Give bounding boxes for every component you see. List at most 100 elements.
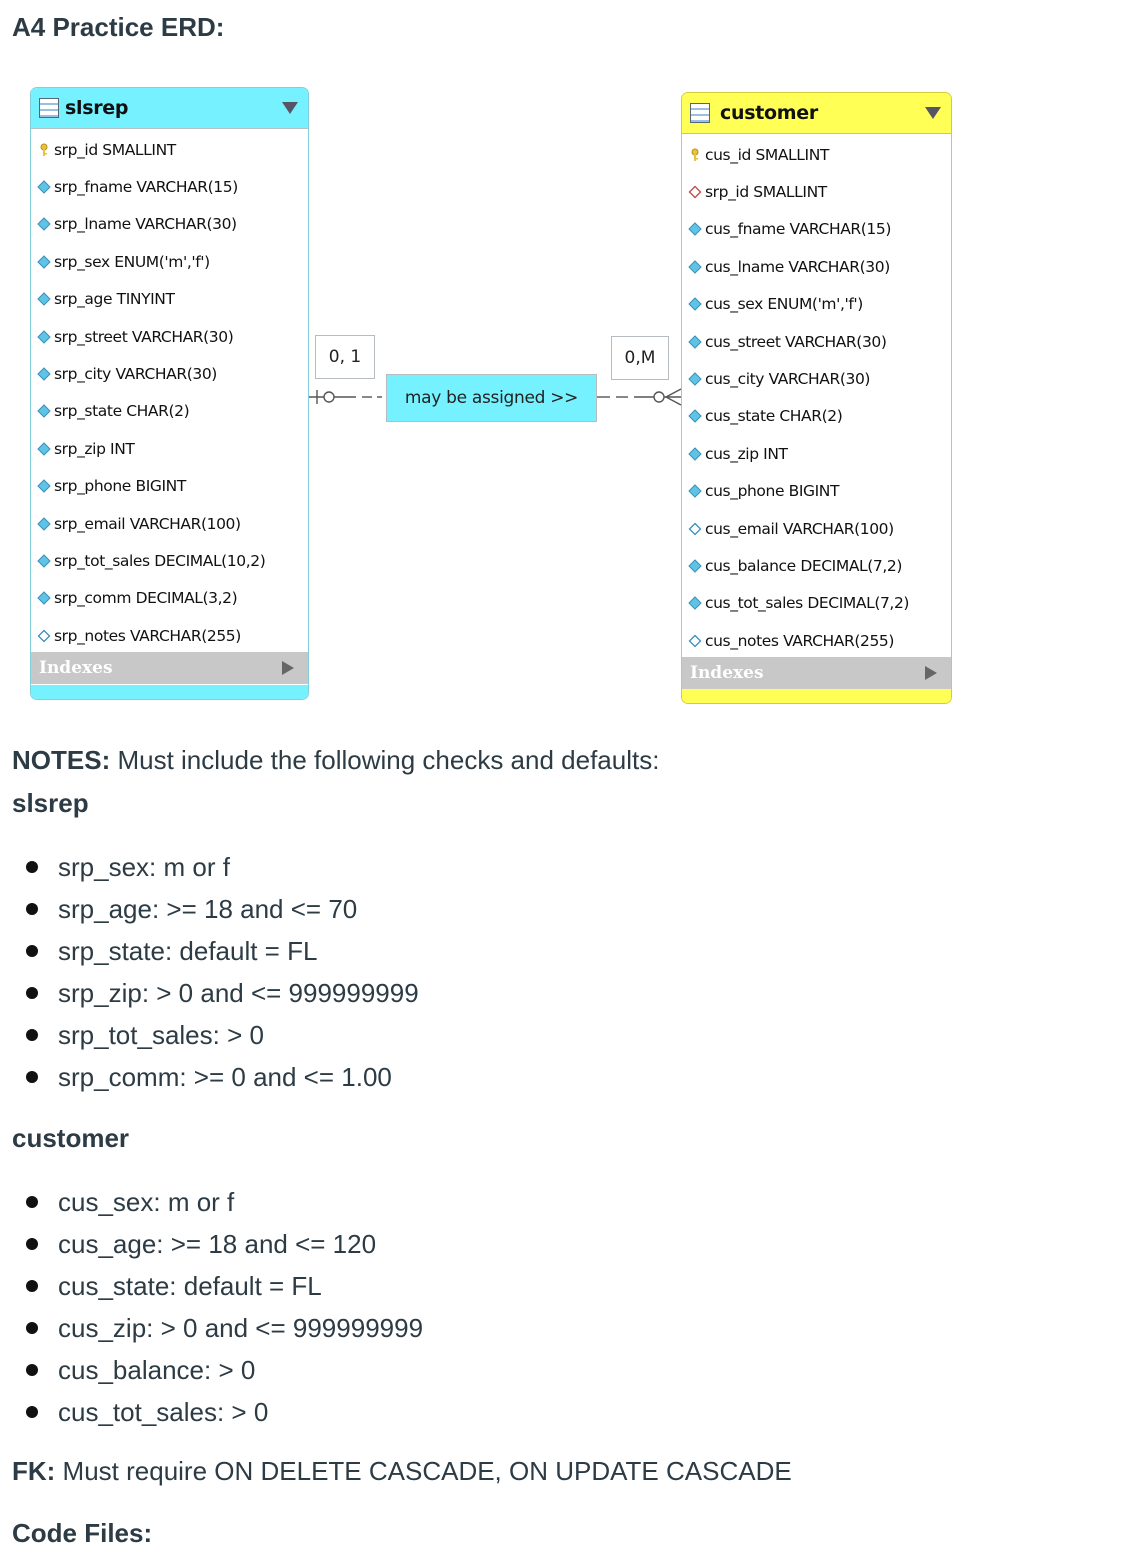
column-filled-diamond-icon <box>37 367 51 381</box>
list-item: cus_sex: m or f <box>22 1181 423 1223</box>
column-row[interactable]: srp_sex ENUM('m','f') <box>31 243 308 280</box>
column-filled-diamond-icon <box>688 334 702 349</box>
right-cardinality: 0,M <box>611 336 669 380</box>
table-icon <box>690 103 710 123</box>
indexes-label: Indexes <box>39 658 113 678</box>
column-row[interactable]: cus_city VARCHAR(30) <box>682 360 951 397</box>
expand-arrow-icon[interactable] <box>925 666 937 680</box>
left-cardinality: 0, 1 <box>315 335 375 379</box>
indexes-label: Indexes <box>690 663 764 683</box>
column-row[interactable]: srp_city VARCHAR(30) <box>31 355 308 392</box>
indexes-section[interactable]: Indexes <box>31 652 308 684</box>
slsrep-check-list: srp_sex: m or f srp_age: >= 18 and <= 70… <box>22 846 419 1098</box>
list-item: cus_tot_sales: > 0 <box>22 1391 423 1433</box>
column-row[interactable]: cus_state CHAR(2) <box>682 398 951 435</box>
column-hollow-diamond-icon <box>688 634 702 648</box>
column-filled-diamond-icon <box>37 516 51 531</box>
notes-heading: NOTES: Must include the following checks… <box>12 745 660 775</box>
column-filled-diamond-icon <box>688 222 702 237</box>
column-row[interactable]: cus_id SMALLINT <box>682 136 951 173</box>
erd-table-slsrep[interactable]: slsrep srp_id SMALLINT srp_fname VARCHAR… <box>30 87 309 700</box>
column-filled-diamond-icon <box>688 372 702 386</box>
column-list: srp_id SMALLINT srp_fname VARCHAR(15) sr… <box>31 129 308 654</box>
column-row[interactable]: cus_balance DECIMAL(7,2) <box>682 547 951 584</box>
column-row[interactable]: srp_tot_sales DECIMAL(10,2) <box>31 542 308 579</box>
page-title: A4 Practice ERD: <box>12 12 225 42</box>
column-filled-diamond-icon <box>37 479 51 493</box>
table-footer <box>682 689 951 703</box>
indexes-section[interactable]: Indexes <box>682 657 951 689</box>
column-filled-diamond-icon <box>688 559 702 573</box>
section-title-slsrep: slsrep <box>12 788 89 818</box>
list-item: srp_zip: > 0 and <= 999999999 <box>22 972 419 1014</box>
column-row[interactable]: srp_street VARCHAR(30) <box>31 318 308 355</box>
column-filled-diamond-icon <box>37 255 51 269</box>
column-row[interactable]: cus_zip INT <box>682 435 951 472</box>
relationship-connector <box>309 388 682 406</box>
collapse-arrow-icon[interactable] <box>925 107 941 119</box>
column-row[interactable]: srp_zip INT <box>31 430 308 467</box>
column-filled-diamond-icon <box>688 596 702 611</box>
column-filled-diamond-icon <box>37 180 51 194</box>
fk-note: FK: Must require ON DELETE CASCADE, ON U… <box>12 1456 792 1486</box>
key-icon <box>688 148 702 162</box>
column-filled-diamond-icon <box>37 554 51 568</box>
column-row[interactable]: srp_comm DECIMAL(3,2) <box>31 580 308 617</box>
column-hollow-diamond-icon <box>688 522 702 536</box>
column-row[interactable]: cus_street VARCHAR(30) <box>682 323 951 360</box>
column-row[interactable]: srp_id SMALLINT <box>682 173 951 210</box>
column-row[interactable]: srp_fname VARCHAR(15) <box>31 168 308 205</box>
foreign-key-diamond-icon <box>688 185 702 199</box>
column-filled-diamond-icon <box>37 442 51 456</box>
column-hollow-diamond-icon <box>37 629 51 643</box>
column-row[interactable]: srp_id SMALLINT <box>31 131 308 168</box>
column-filled-diamond-icon <box>688 484 702 498</box>
list-item: srp_state: default = FL <box>22 930 419 972</box>
table-footer <box>31 685 308 699</box>
list-item: cus_age: >= 18 and <= 120 <box>22 1223 423 1265</box>
code-files-title: Code Files: <box>12 1518 153 1548</box>
column-row[interactable]: cus_phone BIGINT <box>682 473 951 510</box>
key-icon <box>37 143 51 157</box>
relationship-label[interactable]: may be assigned >> <box>386 374 597 422</box>
column-filled-diamond-icon <box>37 329 51 344</box>
list-item: srp_sex: m or f <box>22 846 419 888</box>
column-row[interactable]: srp_notes VARCHAR(255) <box>31 617 308 654</box>
table-name: customer <box>720 102 818 124</box>
list-item: srp_comm: >= 0 and <= 1.00 <box>22 1056 419 1098</box>
column-filled-diamond-icon <box>37 292 51 306</box>
expand-arrow-icon[interactable] <box>282 661 294 675</box>
section-title-customer: customer <box>12 1123 130 1153</box>
list-item: cus_zip: > 0 and <= 999999999 <box>22 1307 423 1349</box>
collapse-arrow-icon[interactable] <box>282 102 298 114</box>
column-row[interactable]: srp_phone BIGINT <box>31 468 308 505</box>
column-row[interactable]: cus_notes VARCHAR(255) <box>682 622 951 659</box>
column-filled-diamond-icon <box>37 217 51 232</box>
column-list: cus_id SMALLINT srp_id SMALLINT cus_fnam… <box>682 134 951 659</box>
column-row[interactable]: srp_email VARCHAR(100) <box>31 505 308 542</box>
column-filled-diamond-icon <box>37 404 51 419</box>
column-filled-diamond-icon <box>37 591 51 606</box>
column-row[interactable]: srp_state CHAR(2) <box>31 393 308 430</box>
column-filled-diamond-icon <box>688 447 702 461</box>
column-filled-diamond-icon <box>688 260 702 274</box>
table-header[interactable]: customer <box>682 93 951 134</box>
list-item: cus_balance: > 0 <box>22 1349 423 1391</box>
column-filled-diamond-icon <box>688 297 702 311</box>
table-icon <box>39 98 59 118</box>
column-row[interactable]: cus_email VARCHAR(100) <box>682 510 951 547</box>
column-row[interactable]: srp_age TINYINT <box>31 281 308 318</box>
customer-check-list: cus_sex: m or f cus_age: >= 18 and <= 12… <box>22 1181 423 1433</box>
column-row[interactable]: cus_lname VARCHAR(30) <box>682 248 951 285</box>
column-filled-diamond-icon <box>688 409 702 424</box>
list-item: srp_age: >= 18 and <= 70 <box>22 888 419 930</box>
column-row[interactable]: cus_sex ENUM('m','f') <box>682 286 951 323</box>
column-row[interactable]: cus_tot_sales DECIMAL(7,2) <box>682 585 951 622</box>
column-row[interactable]: srp_lname VARCHAR(30) <box>31 206 308 243</box>
list-item: cus_state: default = FL <box>22 1265 423 1307</box>
table-header[interactable]: slsrep <box>31 88 308 129</box>
list-item: srp_tot_sales: > 0 <box>22 1014 419 1056</box>
column-row[interactable]: cus_fname VARCHAR(15) <box>682 211 951 248</box>
table-name: slsrep <box>65 97 129 119</box>
erd-table-customer[interactable]: customer cus_id SMALLINT srp_id SMALLINT… <box>681 92 952 704</box>
